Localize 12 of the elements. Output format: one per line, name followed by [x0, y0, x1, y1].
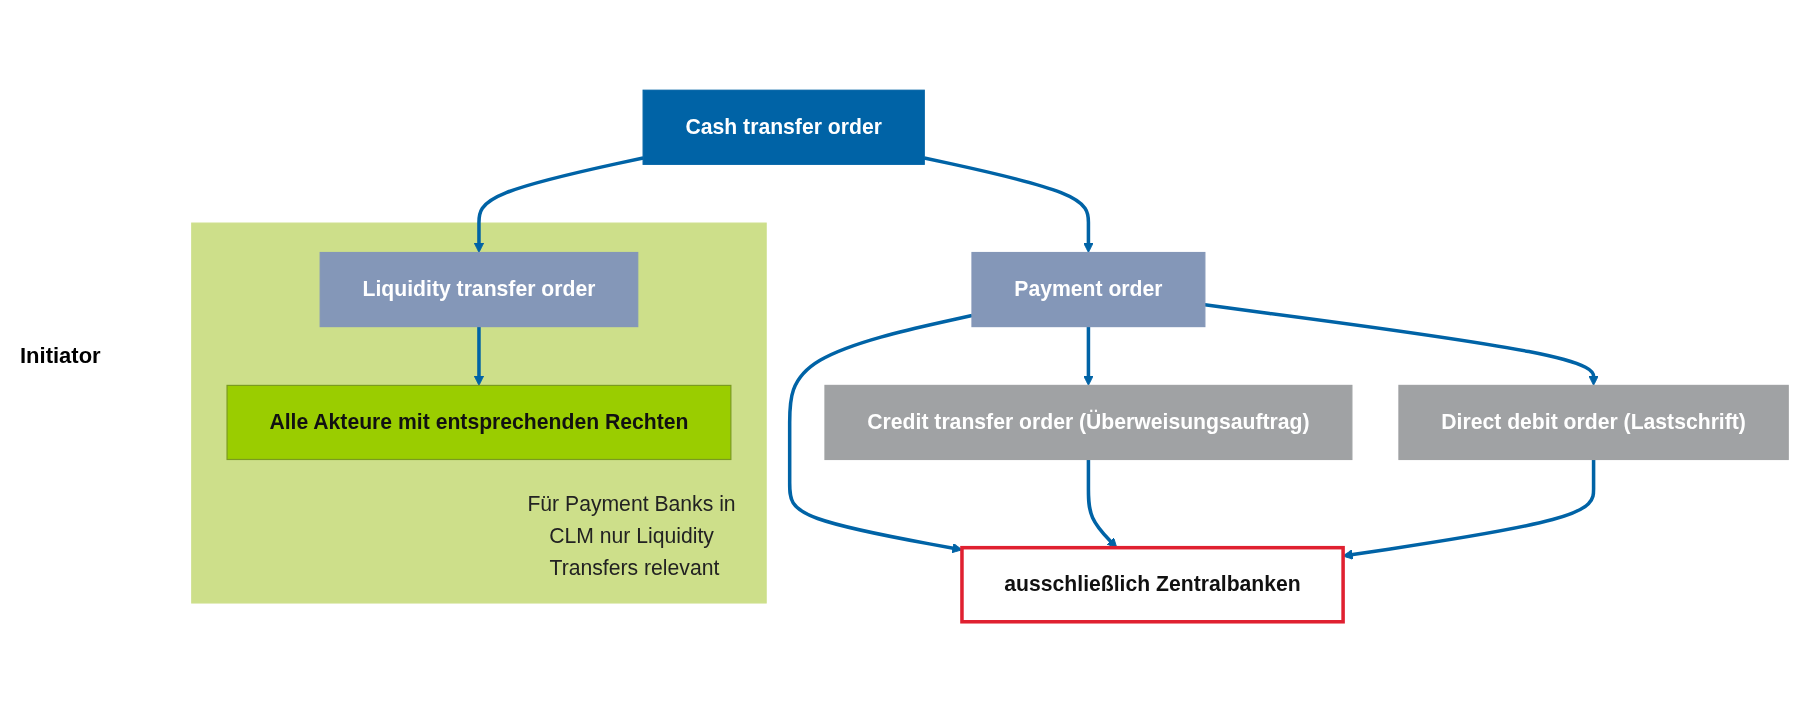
row-label: Initiator — [20, 343, 102, 369]
node-box: Liquidity transfer order — [319, 251, 639, 328]
node-box: Cash transfer order — [642, 89, 925, 165]
arrow — [473, 156, 644, 253]
arrow — [1083, 326, 1094, 386]
node-box: Alle Akteure mit entsprechenden Rechten — [226, 384, 732, 461]
arrow — [473, 326, 485, 386]
node-box: ausschließlich Zentralbanken — [960, 545, 1345, 624]
node-box: Direct debit order (Lastschrift) — [1398, 384, 1789, 461]
node-box: Credit transfer order (Überweisungsauftrag) — [824, 384, 1353, 461]
arrow — [1204, 303, 1599, 386]
node-box: Payment order — [971, 251, 1206, 328]
